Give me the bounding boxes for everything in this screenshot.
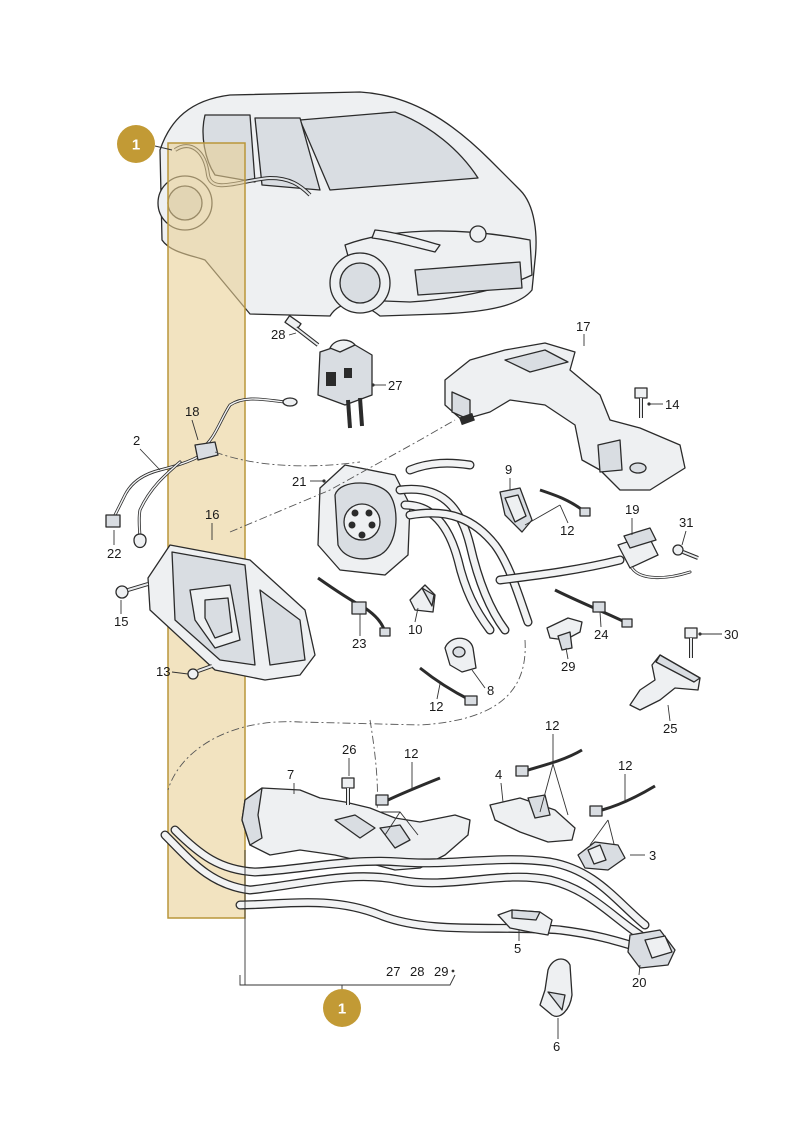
- label-29: 29: [561, 659, 575, 674]
- part-16-socket-housing[interactable]: [147, 544, 316, 681]
- label-12b: 12: [429, 699, 443, 714]
- label-12a: 12: [560, 523, 574, 538]
- label-15: 15: [114, 614, 128, 629]
- part-24-cable-tie[interactable]: [554, 588, 633, 628]
- label-10: 10: [408, 622, 422, 637]
- part-2-harness[interactable]: [105, 441, 219, 549]
- lower-cable-harness[interactable]: [160, 825, 650, 953]
- label-9: 9: [505, 462, 512, 477]
- highlight-area: [167, 142, 246, 919]
- part-28-bolt[interactable]: [284, 315, 320, 347]
- hv-cables[interactable]: [395, 458, 625, 635]
- part-30-bolt[interactable]: [684, 627, 698, 658]
- label-16: 16: [205, 507, 219, 522]
- label-17: 17: [576, 319, 590, 334]
- label-6: 6: [553, 1039, 560, 1054]
- label-group-29: 29: [434, 964, 448, 979]
- part-4-bracket[interactable]: [489, 794, 576, 843]
- vehicle-illustration: [157, 91, 537, 317]
- part-17-bracket[interactable]: [444, 342, 686, 491]
- cable-tie-12a[interactable]: [539, 488, 591, 517]
- label-28: 28: [271, 327, 285, 342]
- label-12e: 12: [618, 758, 632, 773]
- label-20: 20: [632, 975, 646, 990]
- label-3: 3: [649, 848, 656, 863]
- part-26-bolt[interactable]: [341, 777, 355, 805]
- part-8-clamp[interactable]: [444, 637, 477, 673]
- cable-tie-12b[interactable]: [419, 666, 478, 706]
- label-7: 7: [287, 767, 294, 782]
- part-23-cable-tie[interactable]: [317, 576, 391, 637]
- part-6-cover[interactable]: [539, 958, 573, 1017]
- part-3-clip[interactable]: [577, 841, 626, 871]
- label-31: 31: [679, 515, 693, 530]
- label-24: 24: [594, 627, 608, 642]
- label-26: 26: [342, 742, 356, 757]
- part-5-cover[interactable]: [497, 909, 553, 936]
- label-14: 14: [665, 397, 679, 412]
- part-20-connector[interactable]: [627, 929, 676, 969]
- callout-1-top-label: 1: [132, 137, 140, 154]
- label-12d: 12: [545, 718, 559, 733]
- callout-1-top[interactable]: 1: [117, 125, 173, 163]
- callout-1-bottom[interactable]: 1: [323, 989, 361, 1027]
- label-27: 27: [388, 378, 402, 393]
- label-5: 5: [514, 941, 521, 956]
- part-14-bolt[interactable]: [634, 387, 648, 418]
- label-23: 23: [352, 636, 366, 651]
- part-7-cable-guide[interactable]: [241, 787, 471, 871]
- part-29-bracket[interactable]: [546, 617, 583, 651]
- label-13: 13: [156, 664, 170, 679]
- label-22: 22: [107, 546, 121, 561]
- label-19: 19: [625, 502, 639, 517]
- part-27-module[interactable]: [317, 339, 373, 429]
- part-19-connector[interactable]: [617, 527, 692, 580]
- label-8: 8: [487, 683, 494, 698]
- cable-tie-12c[interactable]: [375, 776, 441, 806]
- part-10-clip[interactable]: [409, 584, 436, 613]
- label-2: 2: [133, 433, 140, 448]
- cable-tie-12d[interactable]: [515, 748, 583, 777]
- part-25-bracket[interactable]: [629, 654, 701, 711]
- part-21-charging-socket[interactable]: [317, 464, 411, 576]
- label-4: 4: [495, 767, 502, 782]
- label-25: 25: [663, 721, 677, 736]
- part-15-bolt[interactable]: [115, 582, 149, 599]
- label-group-27: 27: [386, 964, 400, 979]
- callout-1-bottom-label: 1: [338, 1001, 346, 1018]
- label-12c: 12: [404, 746, 418, 761]
- label-21: 21: [292, 474, 306, 489]
- label-group-28: 28: [410, 964, 424, 979]
- label-18: 18: [185, 404, 199, 419]
- cable-tie-12e[interactable]: [589, 784, 656, 817]
- part-18-ground-cable[interactable]: [198, 397, 298, 452]
- label-30: 30: [724, 627, 738, 642]
- part-9-clip[interactable]: [499, 487, 533, 533]
- group-bracket: 27 28 29: [239, 850, 456, 990]
- part-31-screw[interactable]: [672, 544, 699, 560]
